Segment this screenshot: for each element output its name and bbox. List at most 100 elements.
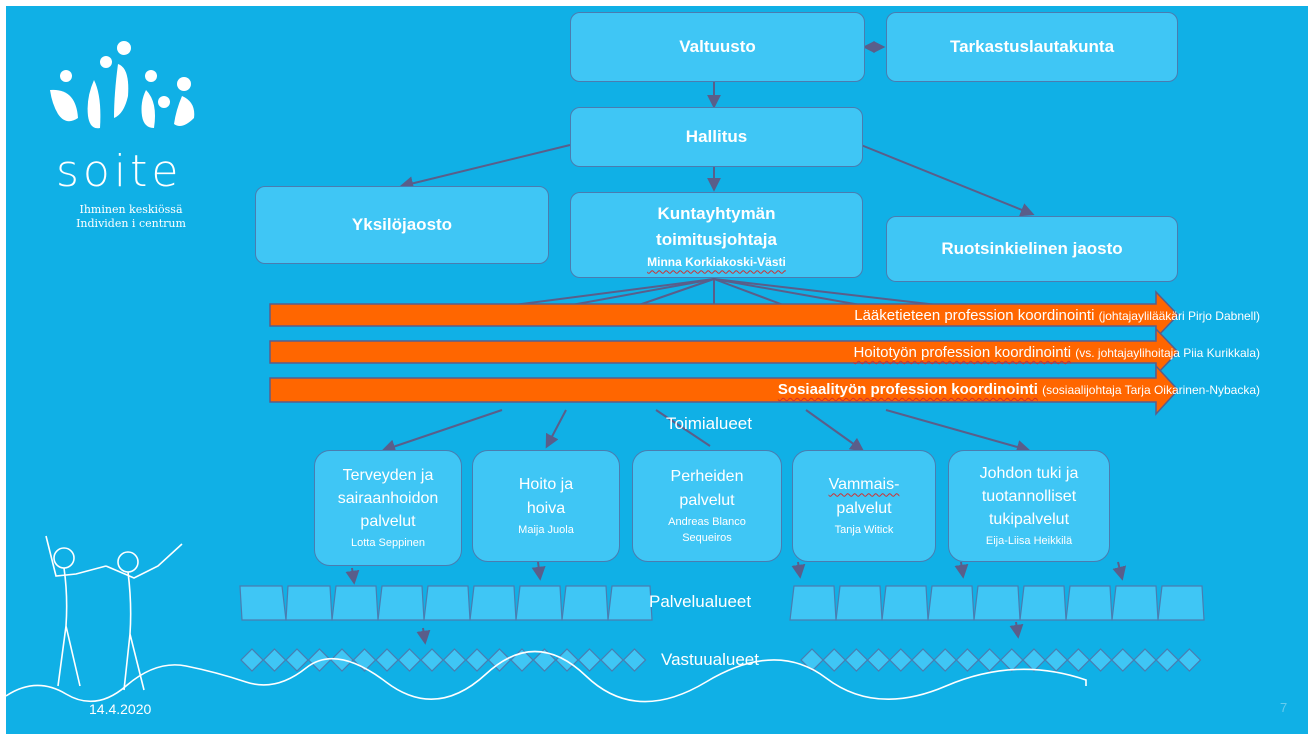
label-vastuualueet: Vastuualueet <box>661 650 759 669</box>
va-diamond <box>888 648 913 672</box>
link-pa-3 <box>791 561 806 579</box>
link-area-1 <box>381 409 503 454</box>
va-diamond <box>977 648 1002 672</box>
va-diamond <box>955 648 980 672</box>
tagline-sv: Individen i centrum <box>76 217 186 231</box>
pa-shape <box>561 585 609 621</box>
logo-tagline: Ihminen keskiössä Individen i centrum <box>56 203 206 232</box>
link-area-5 <box>885 409 1031 454</box>
valtuusto-label: Valtuusto <box>679 36 756 56</box>
area-5-line-1: Johdon tuki ja <box>979 464 1079 482</box>
slide: soite Ihminen keskiössä Individen i cent… <box>6 6 1308 734</box>
va-diamond <box>911 648 935 672</box>
area-5-line-2: tuotannolliset <box>981 487 1077 505</box>
ceo-line1: Kuntayhtymän <box>657 203 776 223</box>
link-area-3 <box>655 409 711 447</box>
pa-shape <box>973 585 1021 621</box>
coord-main-1: Lääketieteen profession koordinointi <box>854 307 1095 324</box>
area-2-line-1: Hoito ja <box>518 476 574 494</box>
pa-shape <box>881 585 929 621</box>
area-3-line-2: palvelut <box>679 491 735 509</box>
va-diamond <box>375 648 399 672</box>
va-diamond <box>1133 648 1157 672</box>
area-2-line-2: hoiva <box>526 499 566 517</box>
area-1-line-2: sairaanhoidon <box>337 489 439 507</box>
va-diamond <box>1110 648 1135 672</box>
box-tarkastuslautakunta: Tarkastuslautakunta <box>886 12 1178 82</box>
va-diamond <box>1044 648 1069 672</box>
va-diamond <box>285 648 309 672</box>
pa-shape <box>239 585 287 621</box>
coordination-arrow-1 <box>269 290 1180 340</box>
tagline-fi: Ihminen keskiössä <box>79 203 183 216</box>
coord-main-3: Sosiaalityön profession koordinointi <box>777 381 1038 398</box>
va-diamond <box>397 648 422 672</box>
ceo-line2: toimitusjohtaja <box>656 230 777 249</box>
link-hallitus-yksilo <box>399 144 571 191</box>
pa-shape <box>1065 585 1113 621</box>
pa-shape <box>1111 585 1159 621</box>
coordination-arrow-2 <box>269 327 1180 377</box>
va-diamond <box>555 648 579 672</box>
area-4-person: Tanja Witick <box>834 523 894 536</box>
coord-main-2: Hoitotyön profession koordinointi <box>853 344 1072 361</box>
link-va-2 <box>1009 621 1024 639</box>
coord-detail-1: (johtajaylilääkäri Pirjo Dabnell) <box>1098 309 1260 323</box>
link-pa-5 <box>1112 561 1127 581</box>
box-toimitusjohtaja: Kuntayhtymän toimitusjohtaja Minna Korki… <box>570 192 863 278</box>
fan-line-2 <box>565 278 715 307</box>
fan-line-6 <box>713 278 867 307</box>
pa-shape <box>607 585 653 621</box>
area-3-line-1: Perheiden <box>670 468 744 486</box>
link-va-1 <box>416 627 431 645</box>
fan-line-5 <box>713 278 787 307</box>
va-diamond <box>1088 648 1113 672</box>
va-diamond <box>240 648 264 672</box>
va-diamond <box>600 648 624 672</box>
va-diamond <box>1022 648 1046 672</box>
va-diamond <box>1066 648 1091 672</box>
pa-shape <box>285 585 333 621</box>
pa-shape <box>789 585 837 621</box>
hallitus-label: Hallitus <box>685 126 748 146</box>
label-palvelualueet: Palvelualueet <box>649 592 752 611</box>
logo-wordmark: soite <box>56 146 183 197</box>
footer-date: 14.4.2020 <box>89 701 152 717</box>
fan-line-3 <box>635 278 715 307</box>
area-4-line-2: palvelut <box>836 499 892 517</box>
area-vammaispalvelut: Vammais- palvelut Tanja Witick <box>792 450 936 562</box>
area-5-person: Eija-Liisa Heikkilä <box>985 535 1073 548</box>
fan-line-7 <box>713 278 947 307</box>
pa-shape <box>423 585 471 621</box>
va-diamond <box>800 648 824 672</box>
area-4-line-1: Vammais- <box>828 476 900 494</box>
box-hallitus: Hallitus <box>570 107 863 167</box>
page-number: 7 <box>1280 700 1288 715</box>
va-diamond <box>822 648 847 672</box>
link-pa-2 <box>531 561 546 581</box>
area-terveyden-ja-sairaanhoidon-palvelut: Terveyden ja sairaanhoidon palvelut Lott… <box>314 450 462 566</box>
dancers-illustration <box>6 535 1087 703</box>
yksilo-label: Yksilöjaosto <box>351 214 453 234</box>
link-pa-1 <box>345 567 360 585</box>
pa-shape <box>1019 585 1067 621</box>
area-johdon-tuki: Johdon tuki ja tuotannolliset tukipalvel… <box>948 450 1110 562</box>
area-2-person: Maija Juola <box>518 523 574 536</box>
va-diamond <box>577 648 602 672</box>
area-5-line-3: tukipalvelut <box>988 511 1070 529</box>
va-diamond <box>532 648 557 672</box>
pa-shape <box>469 585 517 621</box>
va-diamond <box>442 648 467 672</box>
box-valtuusto: Valtuusto <box>570 12 865 82</box>
va-diamond <box>622 648 647 672</box>
coord-detail-3: (sosiaalijohtaja Tarja Oikarinen-Nybacka… <box>1042 383 1260 397</box>
box-yksilojaosto: Yksilöjaosto <box>255 186 549 264</box>
area-hoito-ja-hoiva: Hoito ja hoiva Maija Juola <box>472 450 620 562</box>
va-diamond <box>999 648 1024 672</box>
fan-line-1 <box>505 278 715 307</box>
logo-figures <box>50 41 195 129</box>
link-hallitus-ruotsi <box>860 144 1035 217</box>
pa-shape <box>835 585 883 621</box>
ceo-name: Minna Korkiakoski-Västi <box>647 255 786 270</box>
pa-shape <box>515 585 563 621</box>
